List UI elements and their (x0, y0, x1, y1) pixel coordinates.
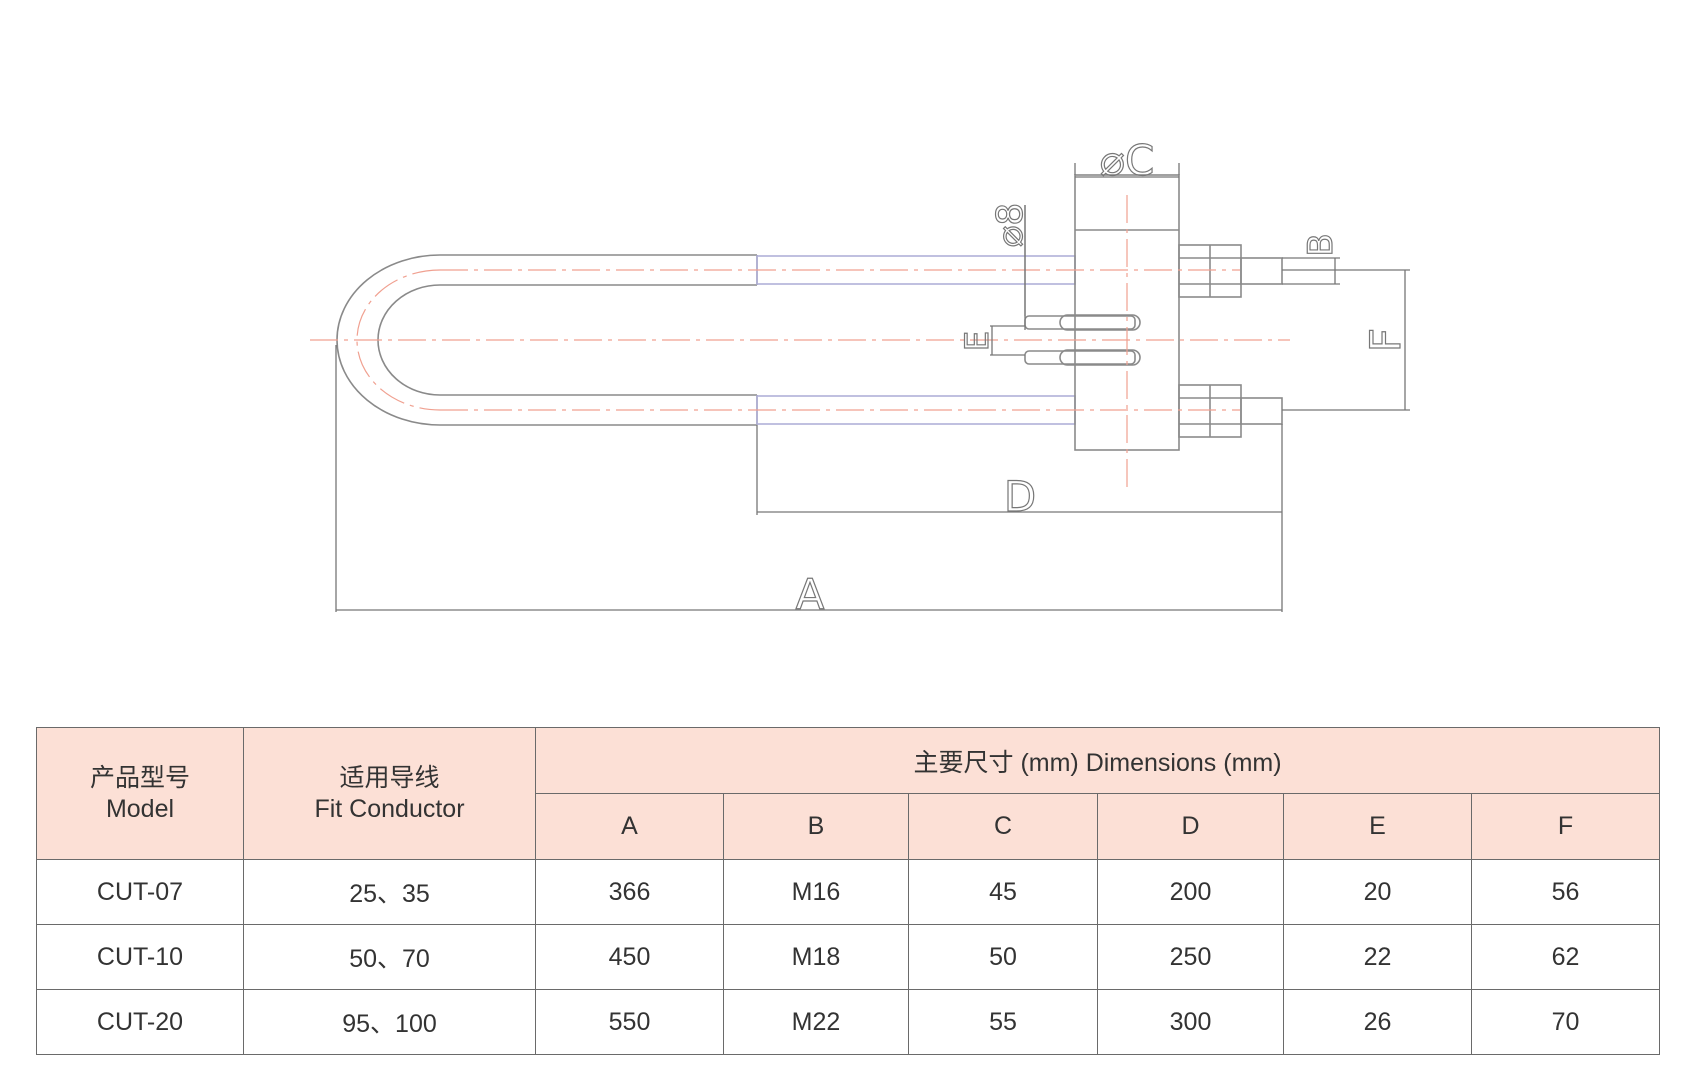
cell-a: 550 (535, 989, 724, 1055)
header-conductor-cn: 适用导线 (339, 763, 440, 792)
header-model-en: Model (105, 794, 175, 823)
cell-model: CUT-07 (36, 859, 244, 925)
spec-table: 产品型号 Model 适用导线 Fit Conductor 主要尺寸 (mm) … (36, 727, 1661, 1055)
cell-model: CUT-10 (36, 924, 244, 990)
cell-model: CUT-20 (36, 989, 244, 1055)
header-model: 产品型号 Model (36, 727, 244, 860)
header-col-a: A (535, 793, 724, 860)
cell-f: 70 (1470, 989, 1661, 1055)
u-bolt-drawing: A D ⌀C F B ⌀8 E (310, 135, 1411, 620)
cell-c: 50 (908, 924, 1098, 990)
label-d: D (1004, 472, 1036, 521)
cell-d: 250 (1097, 924, 1284, 990)
label-phi8: ⌀8 (990, 203, 1031, 248)
header-conductor: 适用导线 Fit Conductor (243, 727, 536, 860)
table-row: CUT-07 25、35 366 M16 45 200 20 56 (36, 859, 1661, 925)
header-col-d: D (1097, 793, 1284, 860)
upper-slot (1024, 315, 1136, 330)
header-model-cn: 产品型号 (89, 763, 190, 792)
cell-b: M18 (723, 924, 909, 990)
label-c: ⌀C (1100, 136, 1155, 185)
cell-a: 366 (535, 859, 724, 925)
label-b: B (1301, 233, 1341, 256)
cell-b: M16 (723, 859, 909, 925)
table-row: CUT-10 50、70 450 M18 50 250 22 62 (36, 924, 1661, 990)
lower-bolt-end (1240, 397, 1283, 425)
cell-e: 20 (1283, 859, 1472, 925)
cell-c: 45 (908, 859, 1098, 925)
lower-slot (1024, 350, 1136, 365)
header-dimensions: 主要尺寸 (mm) Dimensions (mm) (534, 727, 1661, 794)
cell-f: 62 (1470, 924, 1661, 990)
cell-f: 56 (1470, 859, 1661, 925)
cell-conductor: 25、35 (243, 859, 536, 925)
cell-conductor: 95、100 (243, 989, 536, 1055)
label-e: E (958, 331, 996, 351)
upper-bolt-end (1240, 257, 1283, 285)
cell-d: 300 (1097, 989, 1284, 1055)
cell-d: 200 (1097, 859, 1284, 925)
table-row: CUT-20 95、100 550 M22 55 300 26 70 (36, 989, 1661, 1055)
label-f: F (1361, 328, 1410, 352)
header-conductor-en: Fit Conductor (314, 794, 465, 823)
header-col-c: C (908, 793, 1098, 860)
cell-conductor: 50、70 (243, 924, 536, 990)
header-col-e: E (1283, 793, 1472, 860)
cell-b: M22 (723, 989, 909, 1055)
header-col-f: F (1470, 793, 1661, 860)
cell-a: 450 (535, 924, 724, 990)
cell-e: 26 (1283, 989, 1472, 1055)
header-col-b: B (723, 793, 909, 860)
cell-c: 55 (908, 989, 1098, 1055)
label-a: A (796, 570, 825, 619)
cell-e: 22 (1283, 924, 1472, 990)
